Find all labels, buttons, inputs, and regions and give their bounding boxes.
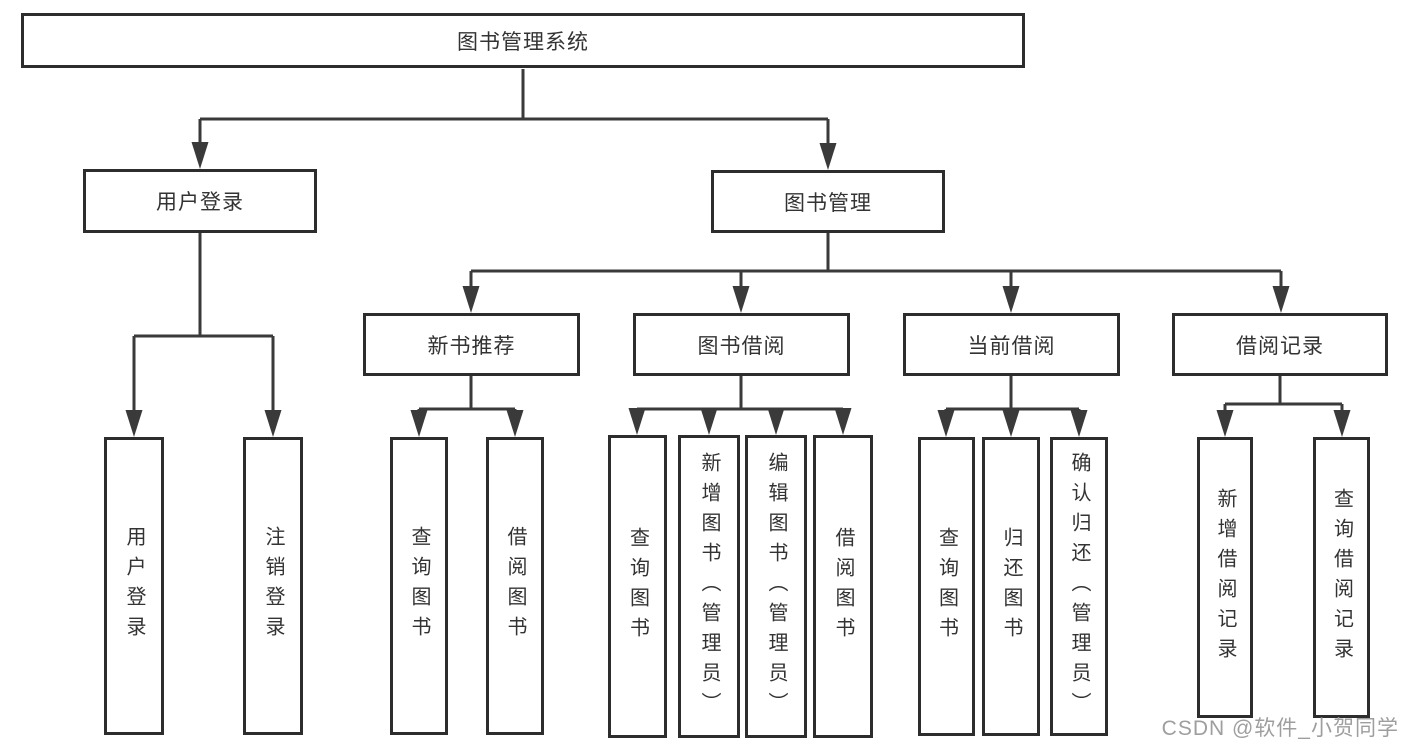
leaf-query-book-2: 查询图书 (608, 435, 667, 738)
node-user-login: 用户登录 (83, 169, 317, 233)
node-current-borrow: 当前借阅 (903, 313, 1120, 376)
leaf-query-book-3: 查询图书 (918, 437, 975, 736)
node-book-borrow: 图书借阅 (633, 313, 850, 376)
leaf-logout: 注销登录 (243, 437, 303, 735)
leaf-user-login: 用户登录 (104, 437, 164, 735)
node-root: 图书管理系统 (21, 13, 1025, 68)
leaf-add-book-admin: 新增图书（管理员） (678, 435, 740, 738)
node-new-book-recommend: 新书推荐 (363, 313, 580, 376)
leaf-query-book-1: 查询图书 (390, 437, 448, 735)
leaf-edit-book-admin: 编辑图书（管理员） (745, 435, 807, 738)
leaf-borrow-book-1: 借阅图书 (486, 437, 544, 735)
node-borrow-record: 借阅记录 (1172, 313, 1388, 376)
leaf-confirm-return-admin: 确认归还（管理员） (1050, 437, 1108, 736)
leaf-add-borrow-record: 新增借阅记录 (1197, 437, 1253, 718)
watermark: CSDN @软件_小贺同学 (1161, 717, 1399, 740)
node-book-management: 图书管理 (711, 170, 945, 233)
leaf-return-book: 归还图书 (982, 437, 1040, 736)
leaf-borrow-book-2: 借阅图书 (813, 435, 873, 738)
arrowheads (125, 142, 1351, 437)
leaf-query-borrow-record: 查询借阅记录 (1313, 437, 1370, 718)
